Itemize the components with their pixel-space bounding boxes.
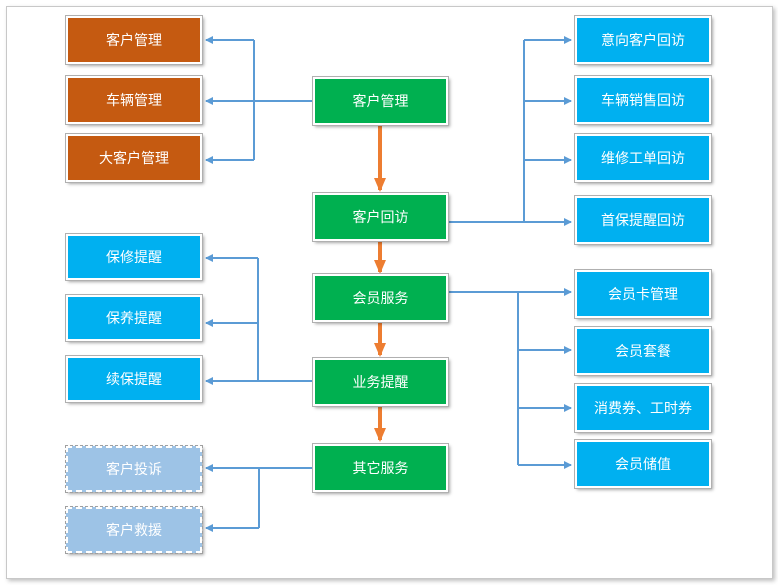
node-label: 其它服务 [352,461,409,477]
node-label: 车辆销售回访 [601,93,685,109]
node-visit-repair-order: 维修工单回访 [574,133,712,183]
node-visit-vehicle-sales: 车辆销售回访 [574,75,712,125]
node-label: 客户管理 [352,94,409,110]
node-mgmt-customer: 客户管理 [65,15,203,65]
node-mgmt-key-account: 大客户管理 [65,133,203,183]
connector-visit-right [447,36,572,226]
node-label: 维修工单回访 [601,151,685,167]
connector-member-right [447,288,572,469]
node-visit-first-maintenance: 首保提醒回访 [574,195,712,245]
node-member-card: 会员卡管理 [574,269,712,319]
connector-reminder-left [205,254,314,385]
node-label: 车辆管理 [106,93,162,109]
node-label: 消费券、工时券 [594,401,692,417]
node-customer-management: 客户管理 [312,76,449,126]
node-customer-visit: 客户回访 [312,192,449,242]
node-other-rescue: 客户救援 [65,506,203,554]
node-label: 首保提醒回访 [601,213,685,229]
node-label: 客户救援 [106,523,162,539]
node-member-stored-value: 会员储值 [574,439,712,489]
node-member-service: 会员服务 [312,273,449,323]
node-other-service: 其它服务 [312,443,449,493]
node-visit-prospect: 意向客户回访 [574,15,712,65]
node-label: 大客户管理 [99,151,169,167]
node-label: 续保提醒 [106,372,162,388]
node-member-coupons: 消费券、工时券 [574,383,712,433]
node-label: 会员储值 [615,457,671,473]
node-label: 客户管理 [106,33,162,49]
node-business-reminder: 业务提醒 [312,357,449,407]
node-label: 会员服务 [352,291,409,307]
node-label: 保修提醒 [106,250,162,266]
node-reminder-warranty: 保修提醒 [65,233,203,281]
connector-mgmt-left [205,36,314,164]
node-other-complaint: 客户投诉 [65,445,203,493]
node-reminder-maintenance: 保养提醒 [65,294,203,342]
node-label: 业务提醒 [352,375,409,391]
connector-other-left [205,464,314,532]
node-mgmt-vehicle: 车辆管理 [65,75,203,125]
node-label: 意向客户回访 [601,33,685,49]
node-label: 客户投诉 [106,462,162,478]
node-label: 会员套餐 [615,344,671,360]
node-label: 保养提醒 [106,311,162,327]
node-label: 客户回访 [352,210,409,226]
node-member-package: 会员套餐 [574,326,712,376]
node-reminder-renewal: 续保提醒 [65,355,203,403]
node-label: 会员卡管理 [608,287,678,303]
